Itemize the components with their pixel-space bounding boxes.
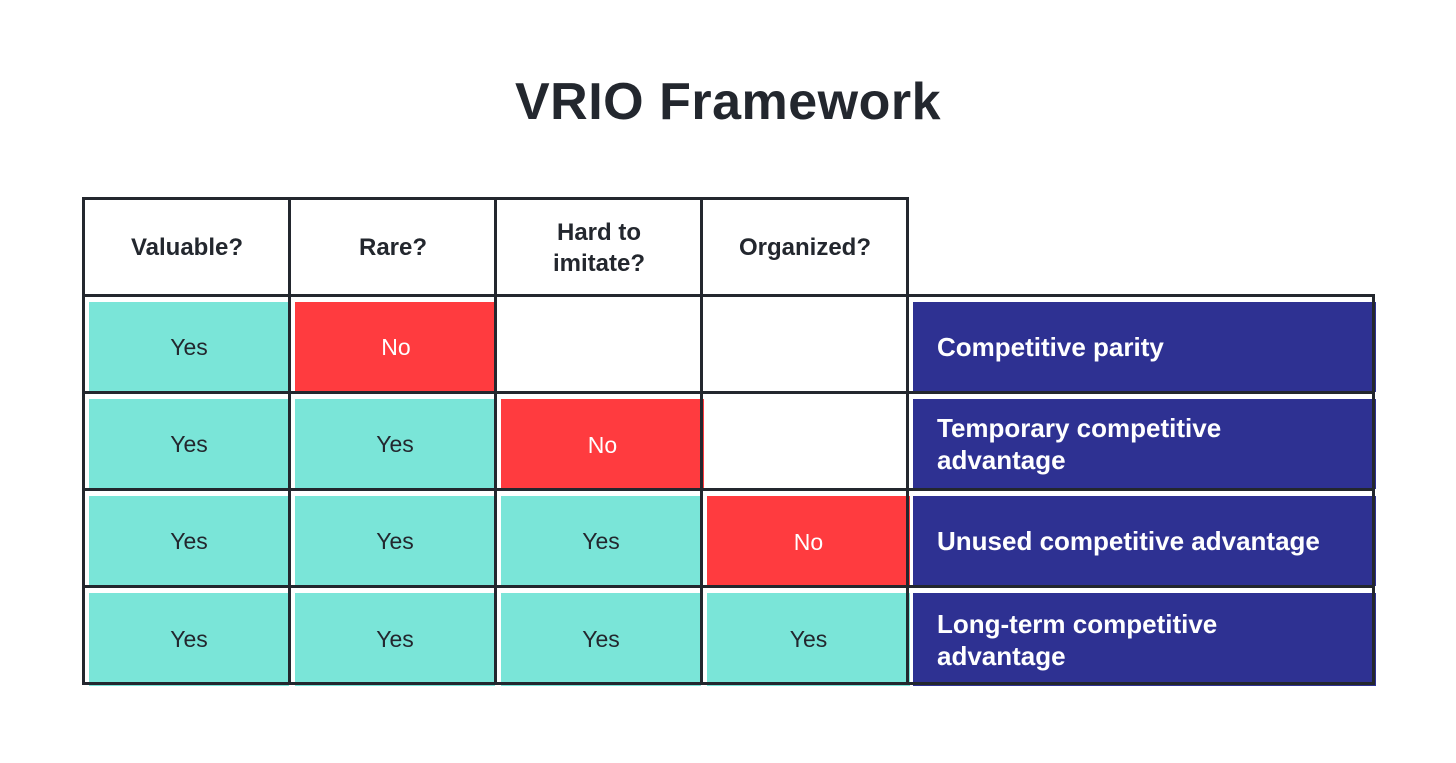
outcome-r4: Long-term competitive advantage bbox=[913, 593, 1376, 686]
header-hard-to-imitate-label: Hard to imitate? bbox=[552, 218, 645, 277]
page-title: VRIO Framework bbox=[514, 73, 942, 131]
cell-r4-hard-to-imitate: Yes bbox=[501, 593, 701, 686]
grid-line bbox=[700, 197, 703, 685]
header-valuable: Valuable? bbox=[130, 234, 244, 261]
grid-line bbox=[83, 391, 1375, 394]
grid-line bbox=[83, 585, 1375, 588]
grid-line bbox=[494, 197, 497, 685]
cell-r1-valuable: Yes bbox=[89, 302, 289, 392]
cell-r3-rare: Yes bbox=[295, 496, 495, 586]
cell-r4-valuable: Yes bbox=[89, 593, 289, 686]
cell-r1-rare: No bbox=[295, 302, 497, 392]
cell-r3-organized: No bbox=[707, 496, 910, 588]
grid-line bbox=[82, 197, 85, 685]
header-organized: Organized? bbox=[738, 234, 871, 261]
outcome-r4-label: Long-term competitive advantage bbox=[937, 608, 1218, 671]
header-rare: Rare? bbox=[358, 234, 428, 261]
grid-line bbox=[1372, 294, 1375, 685]
cell-r2-valuable: Yes bbox=[89, 399, 289, 489]
grid-line bbox=[83, 488, 1375, 491]
cell-r3-hard-to-imitate: Yes bbox=[501, 496, 701, 586]
grid-line bbox=[288, 197, 291, 685]
cell-r2-rare: Yes bbox=[295, 399, 495, 489]
outcome-r2: Temporary competitive advantage bbox=[913, 399, 1376, 489]
cell-r2-hard-to-imitate: No bbox=[501, 399, 704, 491]
grid-line bbox=[83, 682, 1375, 685]
cell-r4-rare: Yes bbox=[295, 593, 495, 686]
outcome-r1: Competitive parity bbox=[913, 302, 1376, 392]
outcome-r3: Unused competitive advantage bbox=[913, 496, 1376, 586]
cell-r4-organized: Yes bbox=[707, 593, 910, 686]
header-hard-to-imitate: Hard to imitate? bbox=[497, 200, 701, 295]
grid-line bbox=[83, 294, 1375, 297]
grid-line bbox=[906, 197, 909, 685]
outcome-r2-label: Temporary competitive advantage bbox=[937, 413, 1222, 475]
cell-r3-valuable: Yes bbox=[89, 496, 289, 586]
